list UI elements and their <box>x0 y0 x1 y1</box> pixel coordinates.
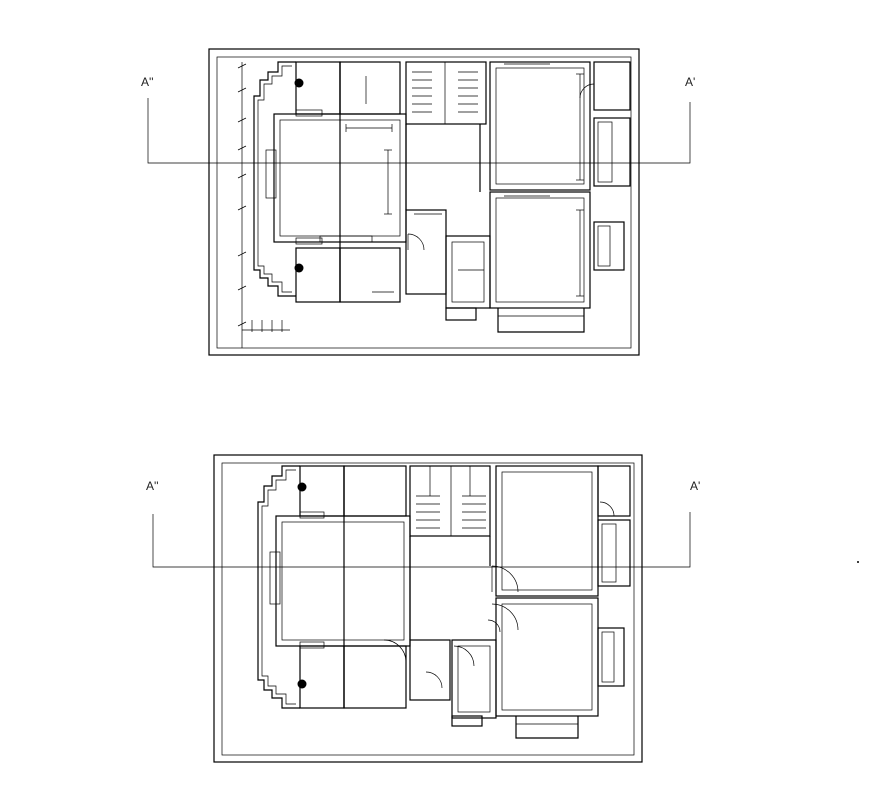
walls-bottom <box>269 465 631 739</box>
stray-point <box>857 561 859 563</box>
section-label-top-left: A'' <box>141 75 154 89</box>
walls-top <box>265 61 631 333</box>
column-dot-bottom-2 <box>297 679 307 689</box>
plan-top: A'' A' <box>141 48 695 356</box>
stepped-bay-inner-bottom <box>261 469 296 705</box>
stepped-bay-outline-top <box>253 61 296 297</box>
section-label-bottom-right: A' <box>690 479 700 493</box>
section-line-top: A'' A' <box>141 75 695 164</box>
plan-bottom-sheet-border <box>213 454 643 763</box>
plan-bottom: A'' A' <box>146 454 700 763</box>
dimension-ticks-top <box>345 63 584 297</box>
stepped-bay-inner-top <box>257 65 292 293</box>
column-dot-top-1 <box>294 78 304 88</box>
stepped-bay-outline-bottom <box>257 465 300 709</box>
section-line-bottom: A'' A' <box>146 479 700 568</box>
dimension-line-left <box>237 62 290 348</box>
plan-bottom-inner-border <box>221 462 635 756</box>
plan-top-sheet-border <box>208 48 640 356</box>
column-dot-top-2 <box>294 263 304 273</box>
column-dot-bottom-1 <box>297 482 307 492</box>
section-label-bottom-left: A'' <box>146 479 159 493</box>
section-label-top-right: A' <box>685 75 695 89</box>
plan-top-inner-border <box>216 56 632 349</box>
